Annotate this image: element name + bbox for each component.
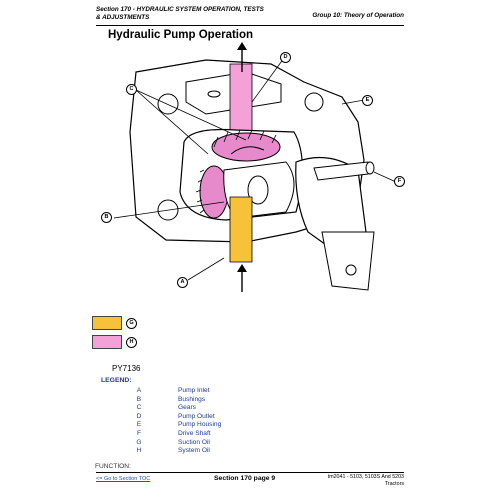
legend-key: D: [136, 412, 142, 420]
legend-label: Pump Outlet: [178, 412, 215, 420]
mount-hole-top-right: [304, 92, 324, 112]
gear-rotation-arrow: [230, 146, 265, 155]
legend-label: Pump Inlet: [178, 387, 210, 394]
leader-c2: [135, 89, 247, 141]
section-heading-line1: Section 170 - HYDRAULIC SYSTEM OPERATION…: [96, 6, 264, 13]
footer-divider: [96, 472, 404, 473]
callout-d: D: [280, 52, 291, 63]
legend-label: Gears: [178, 404, 196, 412]
document-id-line1: tm2041 - 5103, 5103S And 5203: [327, 474, 404, 480]
legend-key: B: [136, 395, 142, 403]
bracket-hole: [345, 264, 357, 276]
document-id: tm2041 - 5103, 5103S And 5203 Tractors: [318, 474, 404, 488]
gear-set: [195, 129, 281, 219]
legend-row: A Pump Inlet: [100, 387, 260, 396]
legend-label: Pump Housing: [178, 421, 222, 429]
legend-title: LEGEND:: [101, 377, 132, 384]
upper-gear-teeth: [213, 129, 277, 148]
page-number: Section 170 page 9: [214, 475, 276, 482]
section-heading-line2: & ADJUSTMENTS: [96, 14, 150, 21]
document-id-line2: Tractors: [384, 481, 404, 487]
leader-f: [373, 171, 397, 183]
legend-row: C Gears: [100, 404, 260, 413]
legend-key: E: [136, 421, 142, 429]
legend-label: Drive Shaft: [178, 429, 211, 437]
legend-label: Bushings: [178, 395, 206, 403]
callout-e: E: [362, 95, 373, 106]
section-toc-link[interactable]: <= Go to Section TOC: [96, 476, 151, 482]
section-heading: Section 170 - HYDRAULIC SYSTEM OPERATION…: [96, 6, 266, 22]
inlet-arrow-head: [237, 264, 247, 272]
header-divider: [96, 25, 404, 26]
legend-key: A: [136, 387, 142, 394]
legend-key: H: [136, 447, 142, 455]
outlet-arrow-head: [237, 42, 247, 50]
callout-g: G: [126, 318, 137, 329]
group-heading: Group 10: Theory of Operation: [312, 12, 404, 19]
leader-d: [251, 57, 285, 103]
leader-b: [113, 201, 225, 219]
legend-row: H System Oil: [100, 447, 260, 456]
legend-row: F Drive Shaft: [100, 430, 260, 439]
legend-key: G: [136, 438, 142, 446]
callout-a: A: [177, 277, 188, 288]
legend-row: D Pump Outlet: [100, 413, 260, 422]
suction-oil-swatch: [92, 316, 122, 330]
callout-c: C: [126, 84, 137, 95]
callout-h: H: [126, 337, 137, 348]
leader-c1: [135, 89, 209, 155]
leader-e: [341, 99, 365, 105]
legend-row: G Suction Oil: [100, 439, 260, 448]
bushing-bore: [247, 175, 269, 205]
legend-row: E Pump Housing: [100, 421, 260, 430]
lower-gear-teeth: [195, 169, 205, 214]
pump-diagram: [113, 42, 397, 292]
callout-f: F: [394, 176, 405, 187]
legend-label: Suction Oil: [178, 438, 210, 446]
legend-label: System Oil: [178, 447, 210, 455]
system-oil-swatch: [92, 335, 122, 349]
top-boss-hole: [207, 90, 221, 98]
figure-id: PY7136: [112, 364, 141, 373]
legend-key: F: [136, 429, 142, 437]
legend-row: B Bushings: [100, 396, 260, 405]
mount-bracket: [321, 231, 375, 291]
legend-key: C: [136, 404, 142, 412]
function-label: FUNCTION:: [95, 463, 131, 470]
callout-b: B: [101, 212, 112, 223]
mount-hole-top-left: [157, 93, 179, 115]
page-title: Hydraulic Pump Operation: [108, 29, 254, 41]
leader-a: [187, 257, 225, 281]
inlet-oil-column: [229, 196, 253, 263]
drive-shaft-end: [365, 161, 375, 175]
